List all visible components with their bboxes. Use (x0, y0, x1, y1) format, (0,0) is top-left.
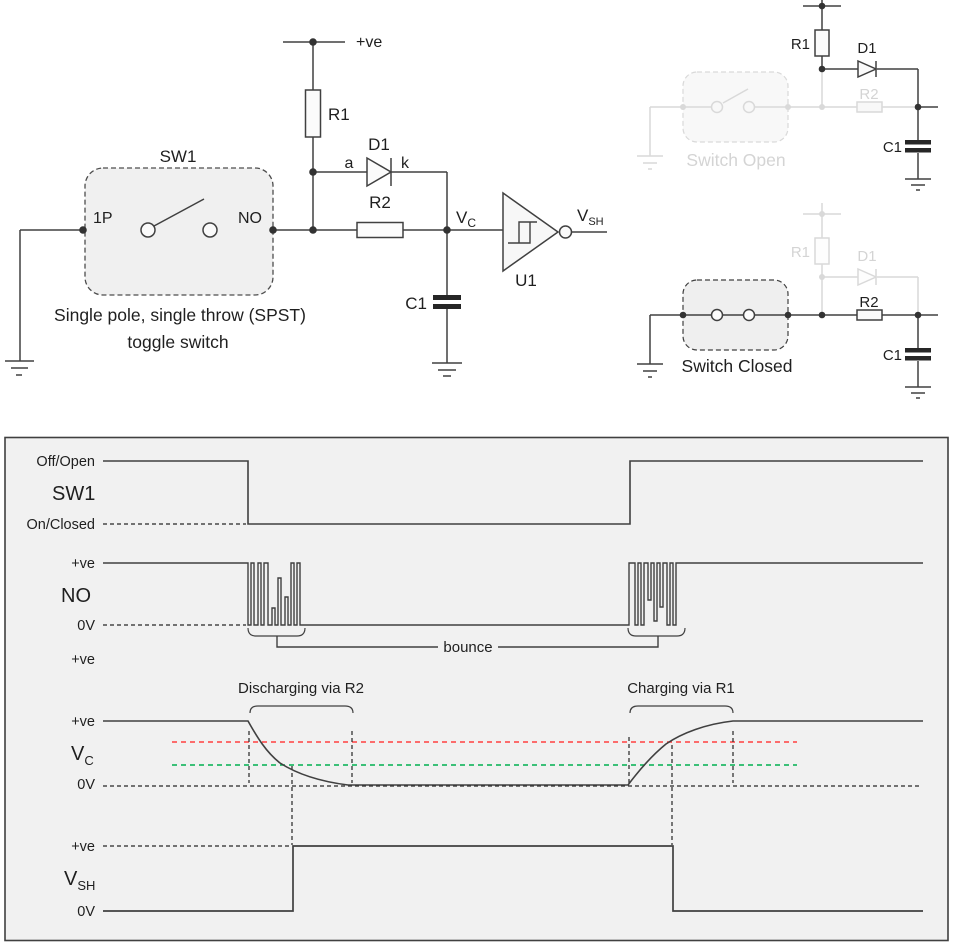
timing-panel (4, 436, 949, 942)
faded-r1-resistor (814, 237, 830, 265)
faded-ground-symbol (637, 155, 663, 170)
contact-left (710, 308, 724, 322)
vsh-high-label: +ve (71, 839, 95, 855)
waveform-sw1 (103, 460, 923, 525)
r2-resistor (856, 309, 883, 321)
bounce-label: bounce (443, 639, 492, 656)
hysteresis-icon (508, 221, 537, 244)
charge-label: Charging via R1 (627, 680, 735, 697)
switch-closed-faded (803, 203, 919, 315)
u1-output-bubble (558, 225, 573, 239)
contact-right (742, 308, 756, 322)
vc-high-label: +ve (71, 714, 95, 730)
r1-resistor (814, 29, 830, 57)
ground-symbol (905, 178, 931, 191)
sw1-high-label: Off/Open (36, 454, 95, 470)
anode-label: a (345, 155, 354, 172)
c1-label: C1 (883, 347, 902, 364)
vsh-node-label: VSH (577, 206, 604, 228)
switch-open-circuit: R1 D1 C1 R2 Switch Open (637, 0, 938, 191)
timing-diagram: Off/Open SW1 On/Closed +ve NO 0V bounce … (4, 436, 949, 942)
discharge-brace (249, 705, 354, 714)
waveform-vc (103, 720, 923, 786)
vsh-low-label: 0V (77, 904, 95, 920)
vc-marker-lines (248, 731, 734, 845)
bounce-brace-right (627, 627, 686, 637)
no-track-name: NO (61, 585, 91, 607)
c1-label: C1 (405, 294, 427, 313)
cathode-label: k (401, 155, 410, 172)
switch-closed-circuit: R1 D1 R2 C1 Switch Closed (637, 203, 938, 399)
u1-label: U1 (515, 271, 537, 290)
c1-capacitor (905, 140, 931, 153)
switch-closed-caption: Switch Closed (682, 356, 793, 376)
supply-label: +ve (356, 34, 382, 51)
r2-label: R2 (859, 294, 878, 311)
r1-label: R1 (791, 36, 810, 53)
waveform-vsh (103, 845, 923, 912)
faded-d1-diode (857, 267, 878, 287)
r2-resistor (356, 221, 404, 239)
faded-contact-right (742, 100, 756, 114)
switch-closed-active (637, 279, 938, 399)
switch-open-caption: Switch Open (686, 150, 785, 170)
sw1-lever (153, 198, 205, 227)
switch-open-active (803, 0, 938, 191)
vc-node-label: VC (456, 208, 476, 230)
ground-symbol-left (5, 360, 34, 376)
no-high-label: +ve (71, 556, 95, 572)
faded-r2-resistor (856, 101, 883, 113)
r1-label-faded: R1 (791, 244, 810, 261)
ground-symbol (905, 386, 931, 399)
faded-contact-left (710, 100, 724, 114)
ground-symbol-c1 (432, 362, 462, 377)
pole-label: 1P (93, 210, 113, 227)
no-low-label: 0V (77, 618, 95, 634)
sw1-contact-left (140, 222, 156, 238)
r1-resistor (304, 89, 322, 138)
charge-brace (629, 705, 734, 714)
waveform-no (103, 562, 923, 626)
switch-caption-line2: toggle switch (127, 332, 228, 352)
r2-label-faded: R2 (859, 86, 878, 103)
faded-lever (722, 88, 749, 104)
sw1-low-label: On/Closed (26, 517, 95, 533)
ground-symbol-left (637, 363, 663, 378)
no-label: NO (238, 210, 262, 227)
d1-diode (366, 156, 393, 188)
vc-track-name: VC (71, 743, 94, 768)
d1-label: D1 (857, 40, 876, 57)
main-circuit: +ve R1 D1 a k SW1 1P NO R2 VC C1 U1 VSH … (5, 34, 607, 377)
vsh-track-name: VSH (64, 868, 95, 893)
d1-label: D1 (368, 135, 390, 154)
junction-dots (79, 38, 451, 234)
c1-capacitor (433, 295, 461, 309)
mid-supply-label: +ve (71, 652, 95, 668)
r1-label: R1 (328, 105, 350, 124)
sw1-label: SW1 (160, 147, 197, 166)
c1-label: C1 (883, 139, 902, 156)
switch-open-faded (637, 71, 918, 170)
c1-capacitor (905, 348, 931, 361)
sw1-contact-right (202, 222, 218, 238)
d1-diode (857, 59, 878, 79)
vc-low-label: 0V (77, 777, 95, 793)
r2-label: R2 (369, 193, 391, 212)
sw1-track-name: SW1 (52, 483, 95, 505)
bounce-callout-lines (276, 636, 659, 648)
d1-label-faded: D1 (857, 248, 876, 265)
discharge-label: Discharging via R2 (238, 680, 364, 697)
sw1-switch-box (84, 167, 274, 296)
switch-caption-line1: Single pole, single throw (SPST) (54, 305, 306, 325)
